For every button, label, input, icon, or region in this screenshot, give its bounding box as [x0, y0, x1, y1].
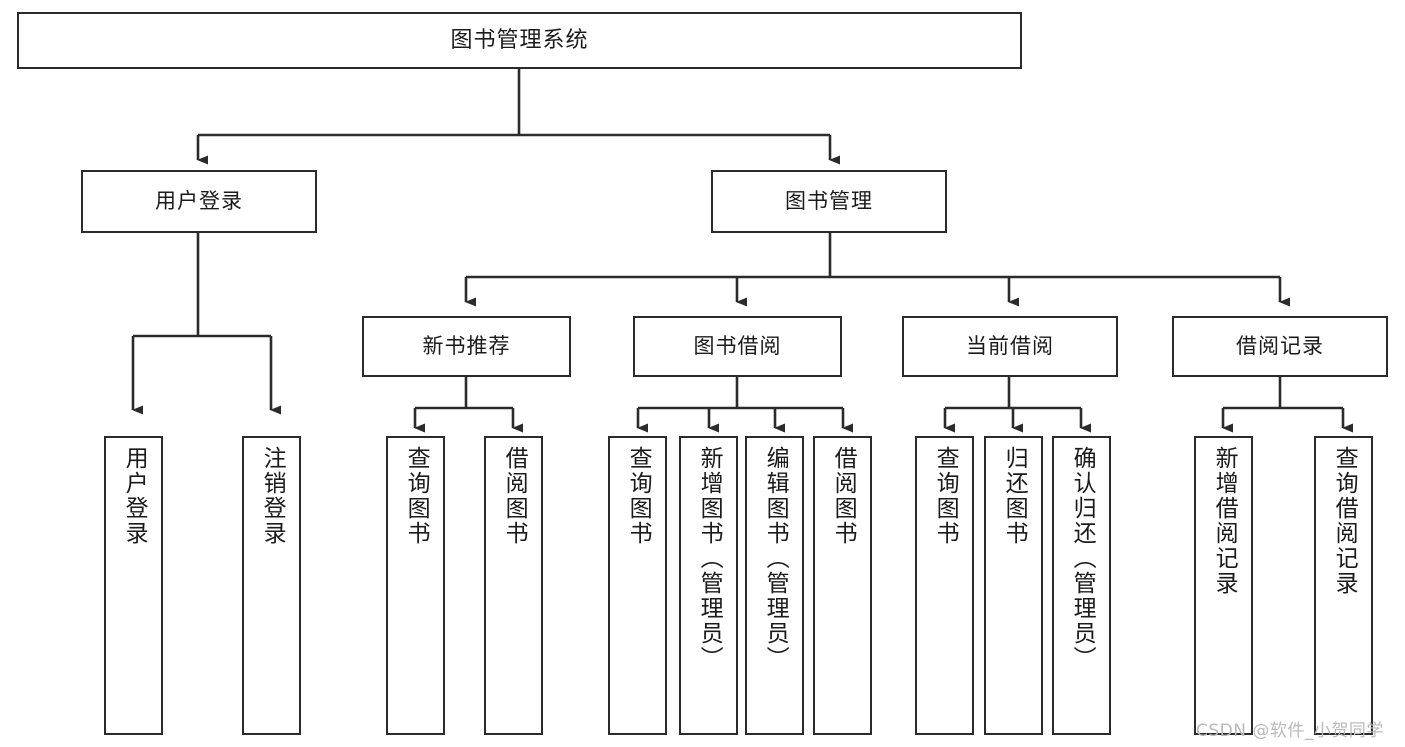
node-leaf-user-login-label: 用户登录: [121, 446, 148, 546]
node-leaf-nb-borrow-book-label: 借阅图书: [501, 446, 528, 546]
node-leaf-logout[interactable]: 注销登录: [242, 436, 301, 735]
node-new-book-recommend-label: 新书推荐: [422, 334, 511, 359]
node-leaf-br-add-record[interactable]: 新增借阅记录: [1194, 436, 1253, 735]
node-leaf-cb-query-book[interactable]: 查询图书: [915, 436, 974, 735]
node-book-management[interactable]: 图书管理: [711, 170, 947, 233]
node-leaf-bb-edit-book-label: 编辑图书（管理员）: [762, 446, 789, 671]
node-leaf-nb-query-book-label: 查询图书: [403, 446, 430, 546]
node-leaf-bb-borrow-book-label: 借阅图书: [830, 446, 857, 546]
node-leaf-cb-query-book-label: 查询图书: [932, 446, 959, 546]
node-user-login-label: 用户登录: [155, 189, 243, 214]
node-new-book-recommend[interactable]: 新书推荐: [362, 316, 571, 377]
node-leaf-cb-confirm-return[interactable]: 确认归还（管理员）: [1052, 436, 1111, 735]
node-leaf-logout-label: 注销登录: [259, 446, 286, 546]
node-current-borrow-label: 当前借阅: [966, 334, 1054, 359]
node-leaf-nb-borrow-book[interactable]: 借阅图书: [484, 436, 543, 735]
node-leaf-cb-return-book-label: 归还图书: [1001, 446, 1028, 546]
node-leaf-br-add-record-label: 新增借阅记录: [1211, 446, 1238, 596]
node-leaf-nb-query-book[interactable]: 查询图书: [386, 436, 445, 735]
node-leaf-bb-edit-book[interactable]: 编辑图书（管理员）: [745, 436, 804, 735]
node-leaf-bb-query-book-label: 查询图书: [625, 446, 652, 546]
node-leaf-user-login[interactable]: 用户登录: [104, 436, 163, 735]
node-leaf-bb-add-book[interactable]: 新增图书（管理员）: [679, 436, 738, 735]
node-root-system-label: 图书管理系统: [450, 27, 589, 53]
node-borrow-record-label: 借阅记录: [1236, 334, 1324, 359]
node-leaf-cb-confirm-return-label: 确认归还（管理员）: [1069, 446, 1096, 671]
node-leaf-br-query-record-label: 查询借阅记录: [1331, 446, 1358, 596]
node-book-borrow[interactable]: 图书借阅: [633, 316, 842, 377]
node-root-system[interactable]: 图书管理系统: [17, 12, 1022, 69]
node-leaf-bb-query-book[interactable]: 查询图书: [608, 436, 667, 735]
node-leaf-bb-add-book-label: 新增图书（管理员）: [696, 446, 723, 671]
node-leaf-br-query-record[interactable]: 查询借阅记录: [1314, 436, 1373, 735]
node-leaf-cb-return-book[interactable]: 归还图书: [984, 436, 1043, 735]
node-book-management-label: 图书管理: [785, 189, 873, 214]
node-leaf-bb-borrow-book[interactable]: 借阅图书: [813, 436, 872, 735]
node-user-login[interactable]: 用户登录: [81, 170, 317, 233]
node-borrow-record[interactable]: 借阅记录: [1172, 316, 1388, 377]
node-book-borrow-label: 图书借阅: [693, 334, 782, 359]
node-current-borrow[interactable]: 当前借阅: [902, 316, 1118, 377]
